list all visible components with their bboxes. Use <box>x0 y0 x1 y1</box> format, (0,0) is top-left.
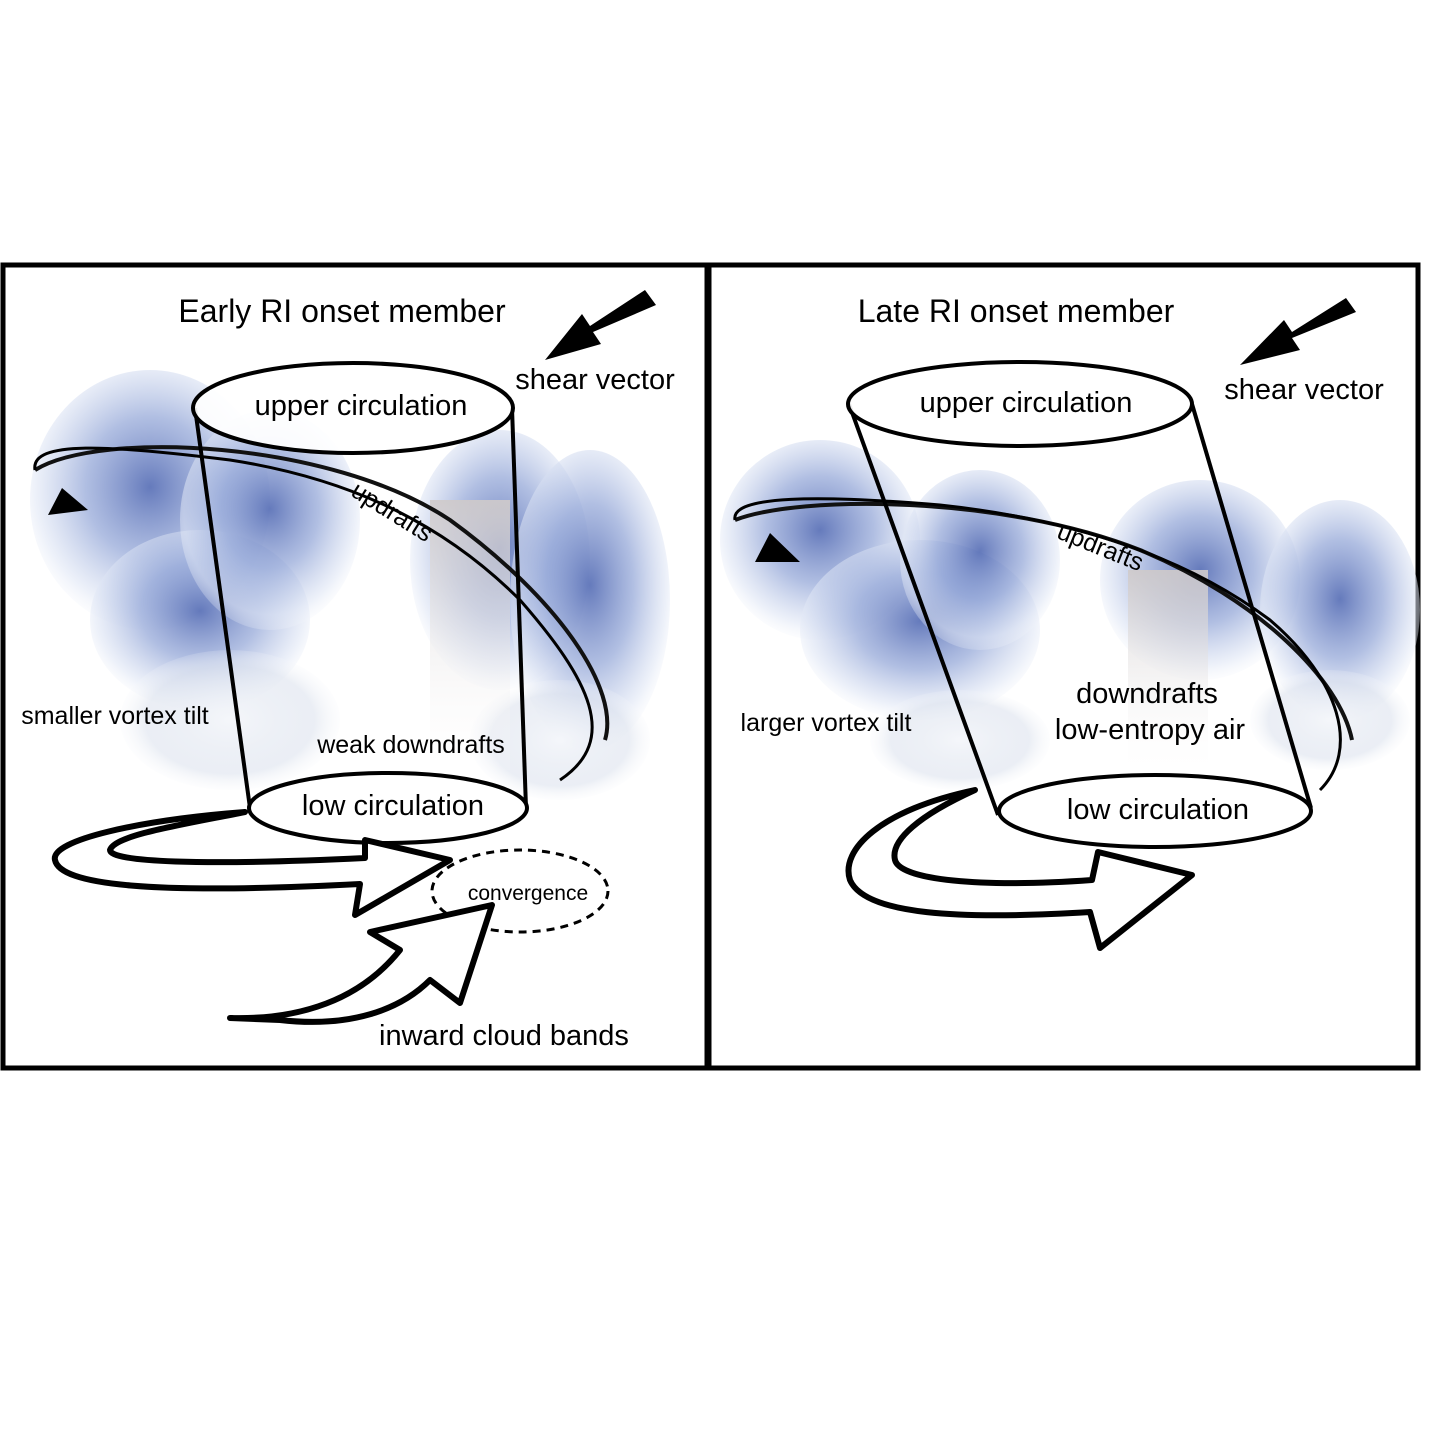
low-inflow-arrow-icon <box>51 809 453 918</box>
low-circulation-ellipse <box>997 773 1313 849</box>
panel-late: Late RI onset member shear vector upper … <box>706 262 1421 1071</box>
downdraft-label-line2: low-entropy air <box>1055 714 1246 746</box>
ring-arrowhead-icon <box>755 533 800 562</box>
low-circulation-label: low circulation <box>302 790 484 822</box>
shear-vector-label: shear vector <box>515 364 675 396</box>
upper-circulation-label: upper circulation <box>255 390 468 422</box>
shear-vector-label: shear vector <box>1224 374 1384 406</box>
upper-circulation-ellipse <box>846 360 1194 448</box>
shear-arrow-icon <box>1240 298 1356 365</box>
updraft-ring-front <box>733 497 1342 792</box>
cloud-cluster-right <box>720 440 1420 790</box>
panel-title: Late RI onset member <box>858 293 1175 329</box>
upper-circulation-ellipse <box>191 361 515 455</box>
downdraft-label: weak downdrafts <box>316 731 505 759</box>
shear-arrow-icon <box>545 290 656 360</box>
downdraft-label-line1: downdrafts <box>1076 678 1218 710</box>
vortex-tilt-label: larger vortex tilt <box>741 709 912 737</box>
upper-circulation-label: upper circulation <box>920 387 1133 419</box>
convergence-zone <box>430 848 610 934</box>
panel-early: Early RI onset member shear vector upper… <box>0 262 710 1071</box>
updraft-ring-front <box>33 446 594 782</box>
inward-band-arrow-icon <box>227 902 495 1025</box>
vortex-cylinder-early <box>191 361 529 845</box>
convergence-label: convergence <box>468 882 588 905</box>
vortex-tilt-label: smaller vortex tilt <box>21 702 209 730</box>
panel-title: Early RI onset member <box>178 293 506 329</box>
cloud-bands-label: inward cloud bands <box>379 1020 629 1052</box>
low-circulation-label: low circulation <box>1067 794 1249 826</box>
low-swirl-arrow-icon <box>845 787 1195 951</box>
ring-arrowhead-icon <box>48 488 88 515</box>
